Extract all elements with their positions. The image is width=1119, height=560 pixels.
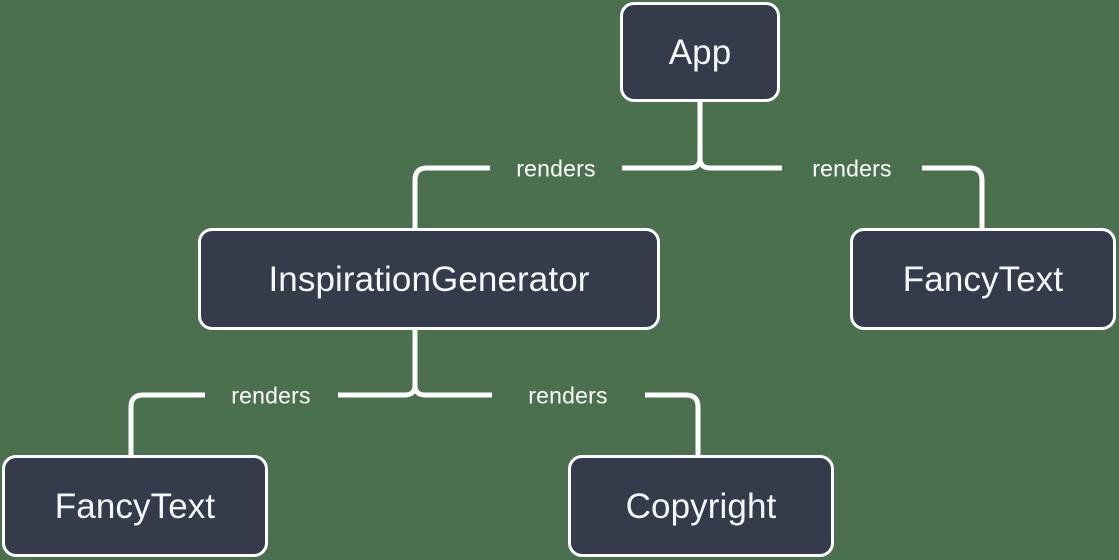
node-app[interactable]: App [620,2,780,102]
edge-label-inspiration-generator-to-copyright: renders [528,382,608,409]
node-inspiration-generator-label: InspirationGenerator [268,259,590,299]
node-fancytext-left-label: FancyText [54,486,216,526]
node-inspiration-generator[interactable]: InspirationGenerator [198,228,660,330]
node-copyright[interactable]: Copyright [568,455,834,557]
node-fancytext-right[interactable]: FancyText [850,228,1116,330]
connector-inspiration-to-copyright [645,392,701,455]
connector-app-to-inspiration [412,165,490,228]
node-copyright-label: Copyright [625,486,777,526]
connector-app-split-left [622,157,703,171]
edge-label-app-to-inspiration-generator: renders [516,155,596,182]
connector-app-split-right [697,157,782,171]
connector-inspiration-to-fancytext-left [128,392,205,455]
connector-inspiration-split-left [338,384,418,398]
node-app-label: App [668,32,732,72]
edge-label-inspiration-generator-to-fancytext: renders [231,382,311,409]
connector-app-to-fancytext-right [922,165,985,228]
edge-label-app-to-fancytext: renders [812,155,892,182]
node-fancytext-left[interactable]: FancyText [2,455,268,557]
node-fancytext-right-label: FancyText [902,259,1064,299]
connector-inspiration-split-right [412,384,492,398]
